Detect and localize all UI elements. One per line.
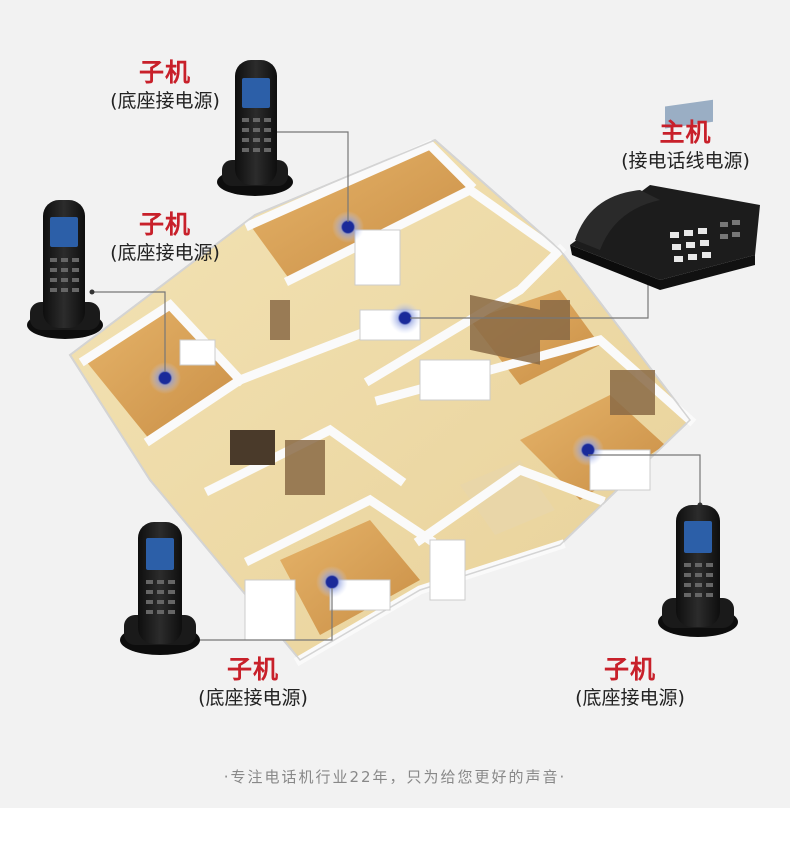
handset-title: 子机 [138, 58, 191, 87]
handset-label-top: 子机 (底座接电源) [90, 58, 240, 113]
handset-label-bottom-left: 子机 (底座接电源) [178, 655, 328, 710]
handset-subtitle: (底座接电源) [110, 90, 220, 112]
handset-label-left: 子机 (底座接电源) [90, 210, 240, 265]
base-unit-label: 主机 (接电话线电源) [598, 118, 773, 173]
house-floor [68, 138, 697, 667]
handset-title: 子机 [603, 655, 656, 684]
cordless-handset-left [27, 200, 103, 339]
corded-base-phone [570, 99, 760, 290]
base-unit-title: 主机 [659, 118, 712, 147]
cordless-handset-bottom-right [658, 505, 738, 637]
cordless-handset-bottom-left [120, 522, 200, 655]
slogan-footer: ·专注电话机行业22年，只为给您更好的声音· [223, 768, 567, 786]
signal-markers [149, 211, 604, 598]
cordless-handset-top [217, 60, 293, 196]
handset-subtitle: (底座接电源) [575, 687, 685, 709]
handset-subtitle: (底座接电源) [198, 687, 308, 709]
handset-title: 子机 [226, 655, 279, 684]
base-unit-subtitle: (接电话线电源) [621, 150, 750, 172]
handset-subtitle: (底座接电源) [110, 242, 220, 264]
handset-label-bottom-right: 子机 (底座接电源) [555, 655, 705, 710]
handset-title: 子机 [138, 210, 191, 239]
bottom-band [0, 808, 790, 853]
connector-lines [92, 131, 701, 641]
